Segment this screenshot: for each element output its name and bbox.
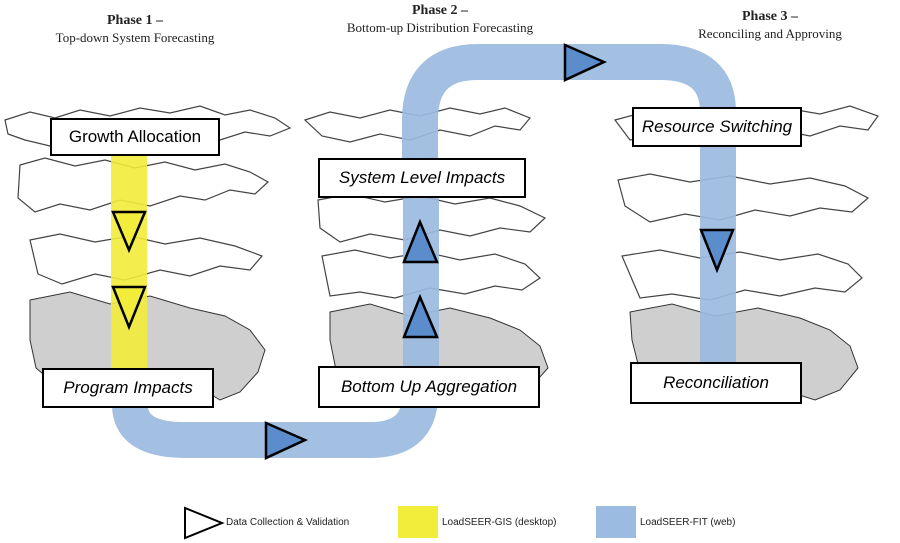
top-curve-flow: [402, 44, 736, 165]
phase-3-heading: Phase 3 – Reconciling and Approving: [665, 8, 875, 42]
triangle-right-icon: [563, 43, 608, 82]
phase-2-subtitle: Bottom-up Distribution Forecasting: [346, 19, 534, 35]
triangle-down-icon: [111, 285, 147, 331]
phase-3-subtitle: Reconciling and Approving: [698, 25, 842, 41]
phase-1-subtitle: Top-down System Forecasting: [55, 29, 215, 45]
reconciliation-box: Reconciliation: [630, 362, 802, 404]
growth-allocation-box: Growth Allocation: [50, 118, 220, 156]
phase-1-heading: Phase 1 – Top-down System Forecasting: [35, 12, 235, 46]
phase2-vertical-flow: [403, 160, 439, 390]
legend-blue-swatch: [596, 506, 636, 538]
vertical-blue-flows: [403, 140, 736, 390]
data-collection-markers: [111, 43, 735, 460]
legend-yellow-swatch: [398, 506, 438, 538]
triangle-right-icon: [264, 421, 309, 460]
resource-switching-box: Resource Switching: [632, 107, 802, 147]
bottom-up-aggregation-box: Bottom Up Aggregation: [318, 366, 540, 408]
legend-triangle-icon: [184, 506, 225, 540]
loadseer-gis-flow: [111, 150, 147, 374]
program-impacts-box: Program Impacts: [42, 368, 214, 408]
phase-1-title: Phase 1 –: [107, 13, 163, 28]
triangle-down-icon: [111, 210, 147, 254]
triangle-up-icon: [402, 293, 439, 339]
phase-2-heading: Phase 2 – Bottom-up Distribution Forecas…: [310, 2, 570, 36]
legend-swatches: [184, 506, 636, 540]
phase-2-title: Phase 2 –: [412, 3, 468, 18]
legend-loadseer-fit-label: LoadSEER-FIT (web): [640, 517, 736, 528]
system-level-impacts-box: System Level Impacts: [318, 158, 526, 198]
triangle-up-icon: [402, 218, 439, 264]
legend-loadseer-gis-label: LoadSEER-GIS (desktop): [442, 517, 557, 528]
phase-3-title: Phase 3 –: [742, 9, 798, 24]
legend-data-collection-label: Data Collection & Validation: [226, 517, 350, 528]
triangle-down-icon: [699, 228, 735, 274]
